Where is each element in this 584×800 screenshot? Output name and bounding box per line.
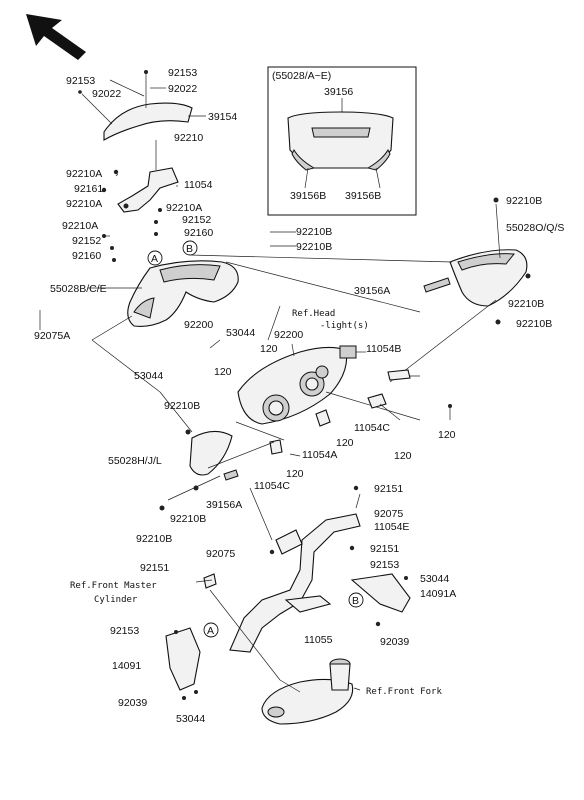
leader-lines [39, 79, 401, 693]
label-92151: 92151 [374, 483, 403, 495]
label-92153: 92153 [168, 67, 197, 79]
label-92210A: 92210A [62, 220, 98, 232]
inner-cowl [159, 409, 331, 511]
label-11054E: 11054E [374, 521, 409, 533]
label-92210A: 92210A [66, 168, 102, 180]
ref-headlight-label: Ref.Head [292, 309, 335, 319]
label-92200: 92200 [274, 329, 303, 341]
label-92153: 92153 [66, 75, 95, 87]
label-11054C: 11054C [354, 422, 390, 434]
label-92210A: 92210A [166, 202, 202, 214]
ref-letter-a: A [151, 253, 158, 265]
label-11055: 11055 [304, 634, 333, 646]
label-53044: 53044 [226, 327, 255, 339]
label-14091A: 14091A [420, 588, 456, 600]
label-92022: 92022 [92, 88, 121, 100]
cover-left [165, 622, 219, 700]
label-55028OQS: 55028O/Q/S [506, 222, 564, 234]
front-direction-arrow-icon [26, 14, 86, 60]
ref-master-cylinder-label: Ref.Front Master [70, 581, 157, 591]
ref-front-fork-label: Ref.Front Fork [366, 687, 442, 697]
label-92075: 92075 [206, 548, 235, 560]
label-39156A: 39156A [206, 499, 242, 511]
label-92153: 92153 [370, 559, 399, 571]
label-92210B: 92210B [296, 241, 332, 253]
ref-letter-a: A [207, 625, 214, 637]
lower-frame-stay [203, 485, 361, 653]
label-92075: 92075 [374, 508, 403, 520]
label-11054B: 11054B [366, 343, 401, 355]
label-92039: 92039 [380, 636, 409, 648]
side-stay [367, 299, 497, 420]
label-55028HJL: 55028H/J/L [108, 455, 162, 467]
label-11054: 11054 [184, 179, 213, 191]
label-120: 120 [336, 437, 354, 449]
label-92151: 92151 [140, 562, 169, 574]
label-92160: 92160 [72, 250, 101, 262]
reference-letters: A B A B [151, 243, 359, 637]
label-92151: 92151 [370, 543, 399, 555]
ref-letter-b: B [352, 595, 359, 607]
label-92210: 92210 [174, 132, 203, 144]
label-39156A: 39156A [354, 285, 390, 297]
label-14091: 14091 [112, 660, 141, 672]
label-92210B: 92210B [296, 226, 332, 238]
label-92161: 92161 [74, 183, 103, 195]
ref-headlight-label-2: -light(s) [320, 321, 369, 331]
part-labels: 92153 92022 92153 92022 39154 92210 9221… [34, 67, 564, 725]
label-55028BCE: 55028B/C/E [50, 283, 107, 295]
label-120: 120 [260, 343, 278, 355]
side-cowling-right [189, 197, 531, 325]
label-92210B: 92210B [164, 400, 200, 412]
label-92152: 92152 [72, 235, 101, 247]
label-92210B: 92210B [516, 318, 552, 330]
label-120: 120 [286, 468, 304, 480]
label-92075A: 92075A [34, 330, 70, 342]
inset-label-left: 39156B [290, 190, 326, 202]
inset-title: (55028/A~E) [272, 70, 331, 82]
label-92200: 92200 [184, 319, 213, 331]
label-92210B: 92210B [136, 533, 172, 545]
label-92210A: 92210A [66, 198, 102, 210]
ref-master-cylinder-label-2: Cylinder [94, 595, 138, 605]
label-92210B: 92210B [506, 195, 542, 207]
front-fork-top [261, 658, 354, 725]
label-92160: 92160 [184, 227, 213, 239]
label-53044: 53044 [420, 573, 449, 585]
inset-label-top: 39156 [324, 86, 353, 98]
windshield [78, 70, 206, 141]
upper-bracket [101, 140, 179, 262]
label-120: 120 [214, 366, 232, 378]
upper-cowling [127, 240, 239, 327]
cover-right [348, 573, 411, 627]
label-92210B: 92210B [508, 298, 544, 310]
label-53044: 53044 [176, 713, 205, 725]
label-92039: 92039 [118, 697, 147, 709]
label-92022: 92022 [168, 83, 197, 95]
inset-label-right: 39156B [345, 190, 381, 202]
label-92210B: 92210B [170, 513, 206, 525]
label-39154: 39154 [208, 111, 237, 123]
label-11054C: 11054C [254, 480, 290, 492]
headlight [237, 345, 421, 425]
label-120: 120 [394, 450, 412, 462]
label-53044: 53044 [134, 370, 163, 382]
label-92153: 92153 [110, 625, 139, 637]
label-120: 120 [438, 429, 456, 441]
ref-letter-b: B [186, 243, 193, 255]
label-92152: 92152 [182, 214, 211, 226]
label-11054A: 11054A [302, 449, 337, 461]
inset-box: (55028/A~E) 39156 39156B 39156B [267, 66, 417, 216]
